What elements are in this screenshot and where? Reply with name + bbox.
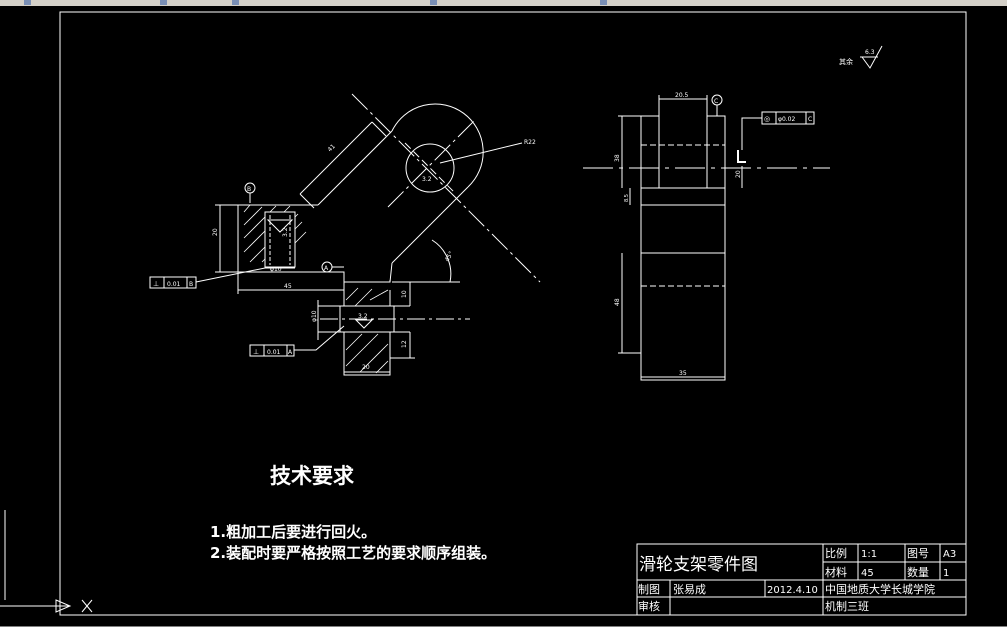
dim-roughness-hole: 3.2 xyxy=(422,176,432,183)
side-view: 20.5 C ◎ φ0.02 C 38 8.5 20 48 35 xyxy=(583,92,830,381)
arm-centerline xyxy=(351,93,541,283)
dim-20-left: 20 xyxy=(212,228,219,236)
toolbar-button-icon[interactable] xyxy=(430,0,437,5)
datum-c-label: C xyxy=(714,98,718,105)
dim-20-bottom: 20 xyxy=(362,364,370,371)
dim-20-5: 20.5 xyxy=(675,92,689,99)
tol-a-symbol: ⊥ xyxy=(253,348,259,356)
toolbar-button-icon[interactable] xyxy=(232,0,239,5)
dim-10: 10 xyxy=(401,290,408,298)
datum-a-label: A xyxy=(324,265,329,272)
tol-b-value: 0.01 xyxy=(167,281,181,288)
dim-phi10: φ10 xyxy=(311,310,318,322)
tol-b-datum: B xyxy=(189,281,193,288)
roughness-label: 其余 xyxy=(839,57,853,66)
dim-45: 45 xyxy=(284,283,292,290)
tol-c-datum: C xyxy=(808,116,812,123)
dim-41: 41 xyxy=(326,143,336,153)
material-value: 45 xyxy=(861,568,874,579)
arm-edge-upper xyxy=(317,130,393,206)
roughness-symbol-icon xyxy=(861,45,883,69)
toolbar-button-icon[interactable] xyxy=(24,0,31,5)
quantity-value: 1 xyxy=(943,568,949,579)
arm-edge-lower xyxy=(391,186,469,264)
drawing-border xyxy=(59,11,967,616)
dim-roughness-bore: 3.2 xyxy=(282,227,289,237)
roughness-note: 其余 6.3 xyxy=(839,45,883,69)
dim-8-5: 8.5 xyxy=(624,194,630,202)
review-label: 审核 xyxy=(638,599,660,613)
tol-c-value: φ0.02 xyxy=(778,116,796,123)
part-name: 滑轮支架零件图 xyxy=(639,555,758,575)
dim-45deg: 45° xyxy=(444,250,455,263)
ucs-icon xyxy=(0,510,93,613)
quantity-label: 数量 xyxy=(907,566,929,579)
drawing-no-value: A3 xyxy=(943,549,956,560)
drawn-by: 张易成 xyxy=(673,583,706,596)
dim-38: 38 xyxy=(614,154,621,162)
side-body xyxy=(640,187,726,381)
scale-value: 1:1 xyxy=(861,549,877,560)
tech-note-1: 1.粗加工后要进行回火。 xyxy=(210,523,376,541)
toolbar-button-icon[interactable] xyxy=(160,0,167,5)
material-label: 材料 xyxy=(825,565,847,579)
dim-35: 35 xyxy=(679,370,687,377)
class-name: 机制三班 xyxy=(825,599,869,613)
datum-b-label: B xyxy=(247,186,251,193)
dim-r22: R22 xyxy=(524,139,536,146)
tech-note-2: 2.装配时要严格按照工艺的要求顺序组装。 xyxy=(210,544,496,562)
dim-roughness-boss: 3.2 xyxy=(358,313,368,320)
drawn-label: 制图 xyxy=(638,583,660,596)
tech-requirements-title: 技术要求 xyxy=(270,464,354,488)
toolbar-button-icon[interactable] xyxy=(600,0,607,5)
title-block: 滑轮支架零件图 比例 1:1 图号 A3 材料 45 数量 1 制图 张易成 2… xyxy=(636,543,967,616)
application-toolbar-strip[interactable] xyxy=(0,0,1007,6)
date: 2012.4.10 xyxy=(767,585,818,596)
dim-line-41 xyxy=(299,121,373,195)
scale-label: 比例 xyxy=(825,546,847,560)
tol-c-symbol: ◎ xyxy=(764,115,770,123)
school: 中国地质大学长城学院 xyxy=(825,582,935,596)
dim-20-right: 20 xyxy=(735,170,742,178)
tol-b-symbol: ⊥ xyxy=(153,280,159,288)
base-outline xyxy=(237,205,391,283)
pin-hole xyxy=(405,143,455,193)
roughness-value: 6.3 xyxy=(865,49,875,56)
dim-phi-bore: φ10 xyxy=(270,266,282,273)
dim-48: 48 xyxy=(614,298,621,306)
dim-12: 12 xyxy=(401,340,408,348)
tol-a-datum: A xyxy=(288,349,293,356)
drawing-no-label: 图号 xyxy=(907,547,929,560)
front-view: R22 3.2 41 3.2 20 φ10 xyxy=(149,93,541,376)
arm-round-end xyxy=(391,103,484,188)
section-hatch-lower xyxy=(345,287,389,374)
tol-a-value: 0.01 xyxy=(267,349,281,356)
